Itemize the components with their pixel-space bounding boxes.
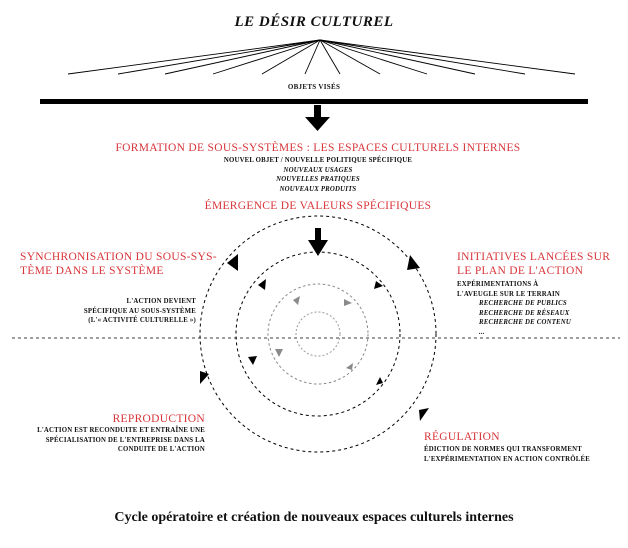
initiatives-line: L'AVEUGLE SUR LE TERRAIN <box>457 290 560 298</box>
initiatives-heading: INITIATIVES LANCÉES SUR LE PLAN DE L'ACT… <box>457 250 610 278</box>
outer-cycle-circle <box>199 215 437 453</box>
objects-bar <box>40 99 588 104</box>
initiatives-line: EXPÉRIMENTATIONS À <box>457 281 539 288</box>
synchronisation-heading-line: TÈME DANS LE SYSTÈME <box>20 265 164 277</box>
reproduction-line: CONDUITE DE L'ACTION <box>117 446 205 453</box>
outer-arrow-top-right-icon <box>407 255 420 270</box>
inner-arrow-bottom-right-icon <box>346 363 353 370</box>
formation-line: NOUVEAUX USAGES <box>283 166 353 174</box>
formation-line: NOUVEL OBJET / NOUVELLE POLITIQUE SPÉCIF… <box>223 157 413 164</box>
middle-arrow-left-icon <box>248 356 257 365</box>
initiatives-heading-line: INITIATIVES LANCÉES SUR <box>457 251 611 263</box>
middle-arrow-top-right-icon <box>374 281 383 289</box>
synchronisation-line: (L'« ACTIVITÉ CULTURELLE ») <box>88 317 196 324</box>
reproduction-line: L'ACTION EST RECONDUITE ET ENTRAÎNE UNE <box>37 427 205 434</box>
outer-arrow-bottom-right-icon <box>419 408 429 421</box>
outer-arrow-top-left-icon <box>227 254 238 271</box>
inner-arrow-left-icon <box>275 349 283 357</box>
regulation-line: ÉDICTION DE NORMES QUI TRANSFORMENT <box>424 446 582 453</box>
objets-label: OBJETS VISÉS <box>287 83 341 91</box>
formation-line: NOUVELLES PRATIQUES <box>276 176 360 183</box>
emergence-heading: ÉMERGENCE DE VALEURS SPÉCIFIQUES <box>204 200 432 212</box>
entry-arrow-icon <box>308 228 328 256</box>
initiatives-italic-line: ... <box>479 328 485 336</box>
figure-caption: Cycle opératoire et création de nouveaux… <box>114 510 514 525</box>
reproduction-text: L'ACTION EST RECONDUITE ET ENTRAÎNE UNE … <box>20 426 205 455</box>
formation-heading: FORMATION DE SOUS-SYSTÈMES : LES ESPACES… <box>115 142 521 154</box>
down-arrow-icon <box>305 105 330 131</box>
regulation-line: L'EXPÉRIMENTATION EN ACTION CONTRÔLÉE <box>424 455 590 463</box>
inner-arrow-top-left-icon <box>293 296 300 305</box>
fan-lines <box>67 39 576 75</box>
reproduction-line: SPÉCIALISATION DE L'ENTREPRISE DANS LA <box>45 436 205 444</box>
formation-line: NOUVEAUX PRODUITS <box>279 185 357 193</box>
initiatives-italic-line: RECHERCHE DE CONTENU <box>479 319 572 326</box>
initiatives-heading-line: LE PLAN DE L'ACTION <box>457 265 584 277</box>
regulation-text: ÉDICTION DE NORMES QUI TRANSFORMENT L'EX… <box>424 445 590 464</box>
synchronisation-line: SPÉCIFIQUE AU SOUS-SYSTÈME <box>83 307 196 315</box>
inner-cycle-circle <box>267 283 369 385</box>
synchronisation-heading: SYNCHRONISATION DU SOUS-SYS- TÈME DANS L… <box>20 250 217 278</box>
initiatives-italic-line: RECHERCHE DE RÉSEAUX <box>479 309 570 317</box>
initiatives-italic-line: RECHERCHE DE PUBLICS <box>479 300 567 307</box>
formation-list: NOUVEL OBJET / NOUVELLE POLITIQUE SPÉCIF… <box>0 156 628 194</box>
initiatives-text: EXPÉRIMENTATIONS À L'AVEUGLE SUR LE TERR… <box>457 280 571 337</box>
middle-arrow-top-left-icon <box>258 279 266 290</box>
regulation-heading: RÉGULATION <box>424 431 500 443</box>
middle-arrow-bottom-right-icon <box>376 377 383 385</box>
reproduction-heading: REPRODUCTION <box>112 413 205 425</box>
core-cycle-circle <box>295 311 341 357</box>
synchronisation-line: L'ACTION DEVIENT <box>126 298 196 305</box>
synchronisation-heading-line: SYNCHRONISATION DU SOUS-SYS- <box>20 251 217 263</box>
outer-arrow-left-icon <box>200 371 209 384</box>
synchronisation-text: L'ACTION DEVIENT SPÉCIFIQUE AU SOUS-SYST… <box>60 297 196 326</box>
diagram-title: LE DÉSIR CULTUREL <box>234 14 394 30</box>
middle-cycle-circle <box>235 251 401 417</box>
inner-arrow-top-right-icon <box>344 299 352 306</box>
